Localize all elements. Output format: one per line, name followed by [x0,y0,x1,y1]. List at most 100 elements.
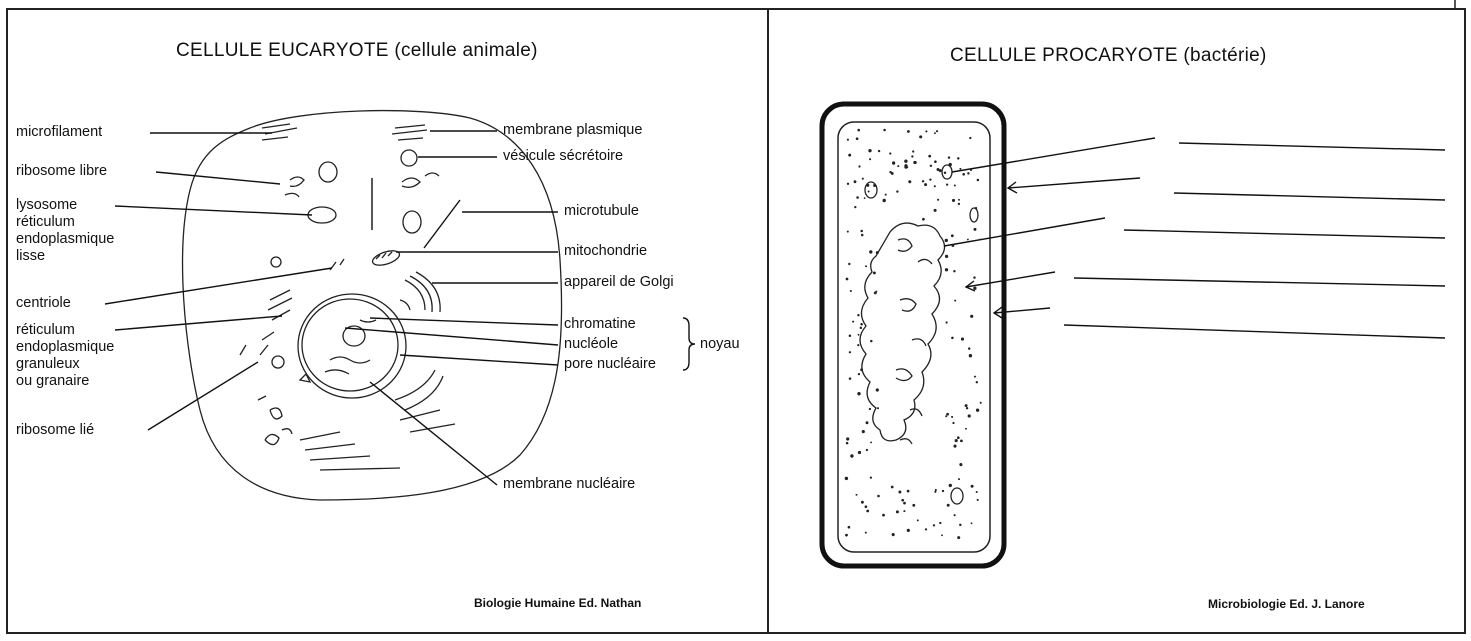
cytoplasm-dot [934,132,936,134]
cytoplasm-dot [979,239,981,241]
cytoplasm-dot [980,402,982,404]
cytoplasm-dot [849,334,852,337]
cytoplasm-dot [882,514,885,517]
cytoplasm-dot [850,290,852,292]
cytoplasm-dot [870,476,872,478]
cytoplasm-dot [958,478,960,480]
cytoplasm-dot [862,178,864,180]
cytoplasm-dot [957,536,960,539]
cytoplasm-dot [960,440,963,443]
cytoplasm-dot [977,499,979,501]
cytoplasm-dot [847,139,849,141]
cytoplasm-dot [869,158,871,160]
cytoplasm-dot [934,160,937,163]
cytoplasm-dot [946,321,948,323]
cytoplasm-dot [856,137,859,140]
cytoplasm-dot [945,415,947,417]
cytoplasm-dot [877,407,879,409]
cytoplasm-dot [848,526,851,529]
cytoplasm-dot [883,129,886,132]
cytoplasm-dot [856,494,858,496]
cytoplasm-dot [959,524,961,526]
cytoplasm-dot [848,263,850,265]
cytoplasm-dot [903,510,905,512]
cytoplasm-dot [857,314,859,316]
cytoplasm-dot [866,184,869,187]
cytoplasm-dot [845,477,848,480]
cytoplasm-dot [846,278,849,281]
cytoplasm-dot [873,184,876,187]
cytoplasm-dot [934,209,937,212]
cytoplasm-dot [849,351,851,353]
cytoplasm-dot [945,255,948,258]
cytoplasm-dot [973,287,976,290]
cytoplasm-dot [896,190,898,192]
cytoplasm-dot [954,300,956,302]
cytoplasm-dot [971,522,973,524]
cytoplasm-dot [957,436,960,439]
cytoplasm-dot [952,422,954,424]
cytoplasm-dot [976,491,978,493]
cytoplasm-dot [865,532,867,534]
cytoplasm-dot [911,155,913,157]
cytoplasm-dot [953,445,956,448]
answer-line-5 [1064,325,1445,338]
cytoplasm-dot [873,271,876,274]
cytoplasm-dot [903,502,906,505]
cytoplasm-dot [968,347,970,349]
cytoplasm-dot [965,428,967,430]
cytoplasm-dot [907,529,910,532]
cytoplasm-dot [907,490,910,493]
cytoplasm-dot [877,495,880,498]
cytoplasm-dot [896,510,899,513]
cytoplasm-dot [949,163,952,166]
cytoplasm-dot [970,169,972,171]
cytoplasm-dot [944,171,947,174]
cytoplasm-dot [924,183,927,186]
cytoplasm-dot [976,409,979,412]
cytoplasm-dot [846,437,849,440]
cytoplasm-dot [869,408,871,410]
cytoplasm-dot [930,165,932,167]
cytoplasm-dot [951,416,953,418]
cytoplasm-dot [865,265,867,267]
cytoplasm-dot [865,505,868,508]
cytoplasm-dot [897,165,899,167]
cytoplasm-dot [946,183,948,185]
cytoplasm-dot [889,152,891,154]
cytoplasm-dot [870,340,872,342]
cytoplasm-dot [945,239,948,242]
cytoplasm-dot [939,522,941,524]
cytoplasm-dot [933,524,935,526]
cytoplasm-dot [942,490,944,492]
cytoplasm-dot [935,489,937,491]
cytoplasm-dot [858,165,860,167]
cytoplasm-dot [912,504,915,507]
cytoplasm-dot [845,534,848,537]
cytoplasm-dot [966,407,968,409]
cytoplasm-dot [974,376,976,378]
answer-line-2 [1174,193,1445,200]
cytoplasm-dot [967,172,969,174]
cytoplasm-dot [847,231,849,233]
cytoplasm-dot [951,337,954,340]
cytoplasm-dot [975,207,977,209]
nucleoid [860,223,945,441]
cytoplasm-dot [970,315,973,318]
cytoplasm-dot [969,354,972,357]
cytoplasm-dot [914,161,917,164]
cytoplasm-dot [953,270,955,272]
cytoplasm-dot [917,519,919,521]
cytoplasm-dot [968,414,971,417]
cytoplasm-dot [973,276,975,278]
cytoplasm-dot [870,441,872,443]
cytoplasm-dot [892,533,895,536]
answer-line-4 [1074,278,1445,286]
cytoplasm-dot [971,485,974,488]
cytoplasm-dot [857,129,860,132]
cytoplasm-dot [868,190,870,192]
cytoplasm-dot [847,183,849,185]
answer-line-3 [1124,230,1445,238]
cytoplasm-dot [922,180,924,182]
cytoplasm-dot [868,149,871,152]
